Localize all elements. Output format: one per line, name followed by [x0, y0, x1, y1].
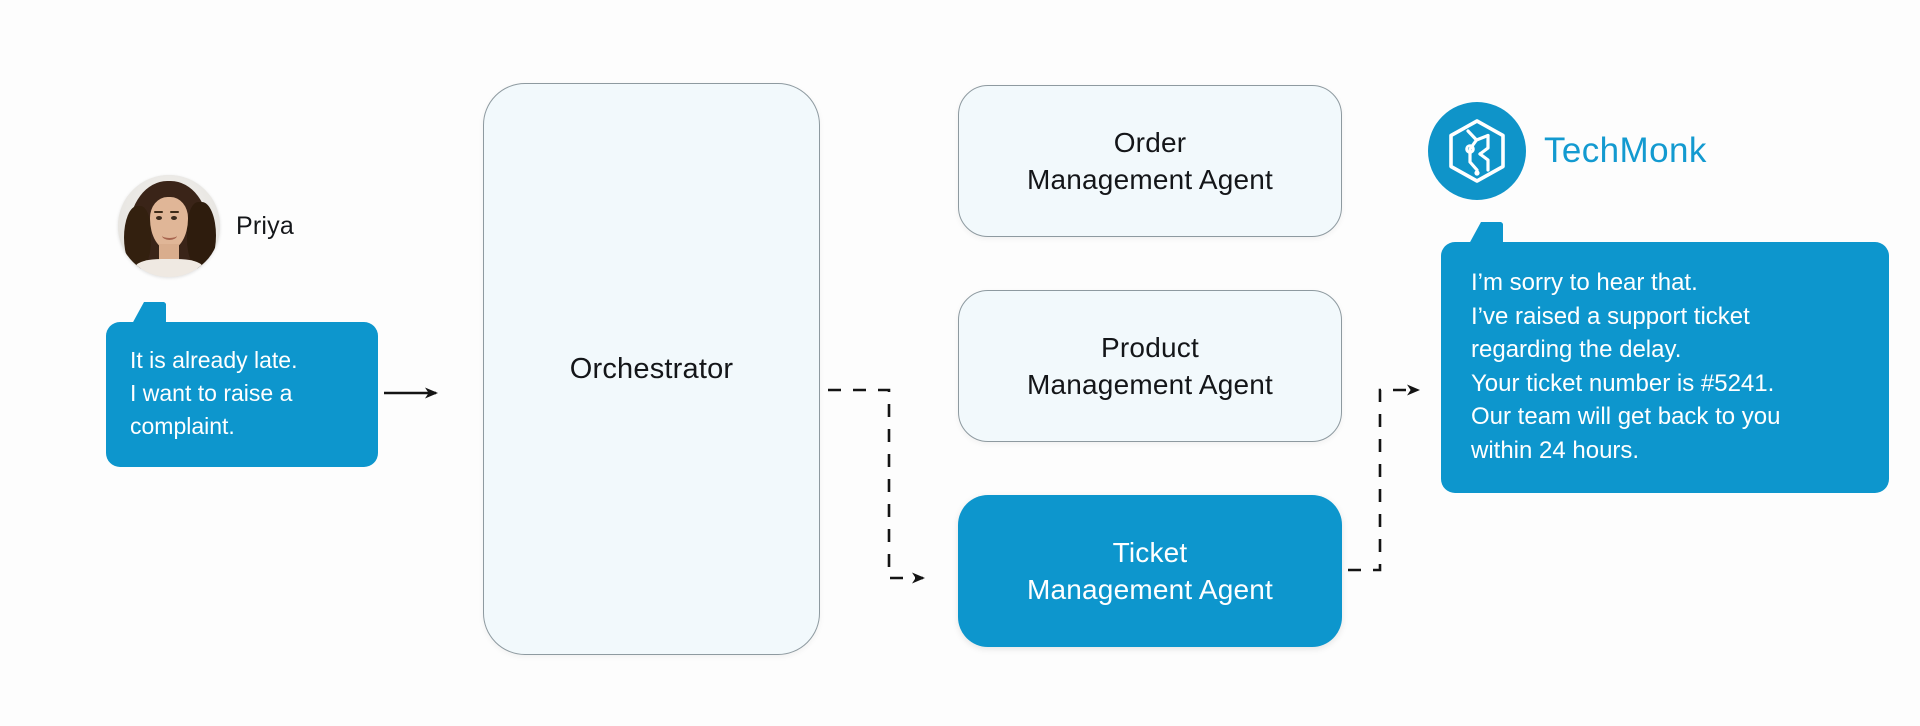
node-product-management-agent-label: Product Management Agent — [1026, 332, 1274, 400]
bot-message-line-3: regarding the delay. — [1471, 336, 1682, 363]
bot-message-line-2: I’ve raised a support ticket — [1471, 302, 1750, 330]
node-orchestrator-label: Orchestrator — [569, 353, 734, 385]
connector-orchestrator-to-ticket — [828, 388, 925, 584]
user-message-bubble: It is already late. I want to raise a co… — [106, 302, 378, 467]
user-message-line-3: complaint. — [130, 413, 235, 439]
user-identity: Priya — [118, 175, 294, 277]
brand-logo-group: TechMonk — [1428, 102, 1707, 200]
bot-message-line-1: I’m sorry to hear that. — [1471, 269, 1698, 296]
brand-name-label: TechMonk — [1544, 131, 1707, 170]
bubble-tail-icon — [1469, 222, 1503, 244]
user-message-line-1: It is already late. — [130, 347, 298, 373]
user-message-line-2: I want to raise a — [130, 380, 293, 406]
node-order-management-agent-label: Order Management Agent — [1026, 127, 1274, 195]
node-orchestrator[interactable]: Orchestrator — [483, 83, 820, 655]
avatar — [118, 175, 220, 277]
node-order-management-agent[interactable]: Order Management Agent — [958, 85, 1342, 237]
node-ticket-management-agent[interactable]: Ticket Management Agent — [958, 495, 1342, 647]
bot-message-line-6: within 24 hours. — [1471, 436, 1640, 464]
bot-message-line-5: Our team will get back to you — [1471, 403, 1781, 430]
bubble-tail-icon — [132, 302, 166, 324]
node-product-management-agent[interactable]: Product Management Agent — [958, 290, 1342, 442]
user-name-label: Priya — [236, 211, 294, 240]
bot-response-bubble: I’m sorry to hear that. I’ve raised a su… — [1441, 222, 1889, 493]
connector-ticket-to-response — [1348, 384, 1420, 572]
bot-message-line-4: Your ticket number is #5241. — [1471, 369, 1775, 397]
node-ticket-management-agent-label: Ticket Management Agent — [1026, 537, 1274, 605]
techmonk-cube-logo-icon — [1428, 102, 1526, 200]
